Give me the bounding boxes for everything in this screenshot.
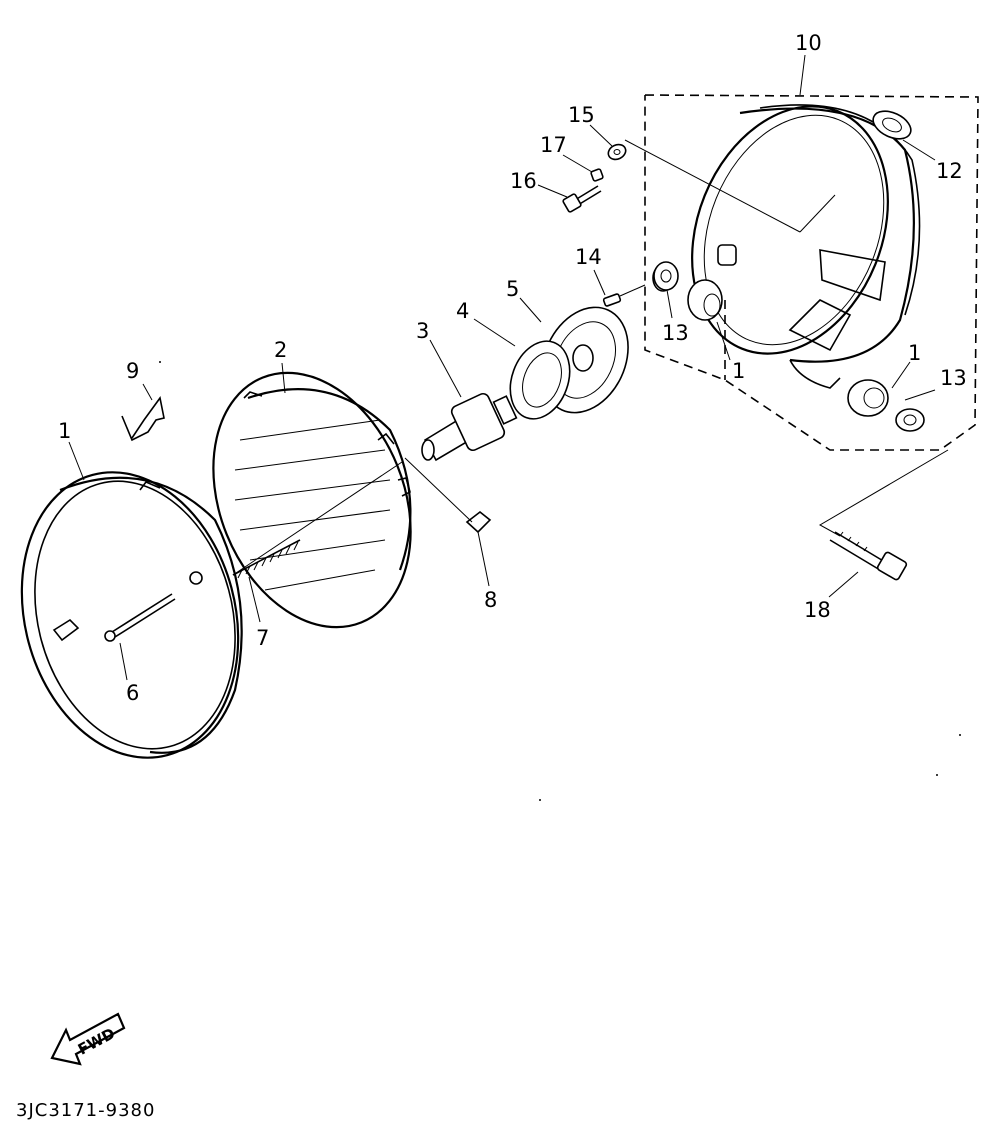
- callout-13-upper: 13: [662, 321, 689, 345]
- bolt-16: [562, 185, 602, 213]
- clip-8: [465, 510, 492, 534]
- callout-10: 10: [795, 31, 822, 55]
- forward-direction-arrow: FWD: [50, 1012, 126, 1066]
- callout-1-upper-damper: 1: [732, 359, 745, 383]
- callout-17: 17: [540, 133, 567, 157]
- callout-13-lower: 13: [940, 366, 967, 390]
- callout-4: 4: [456, 299, 469, 323]
- damper-upper: [687, 279, 723, 321]
- part-code: 3JC3171-9380: [16, 1100, 155, 1121]
- bulb-3: [421, 392, 518, 462]
- screw-14: [602, 293, 622, 307]
- collar-13-upper: [653, 261, 679, 291]
- scan-specks: [159, 361, 961, 801]
- callout-5: 5: [506, 277, 519, 301]
- callout-9: 9: [126, 359, 139, 383]
- nut-17: [590, 168, 604, 182]
- grommet-12: [872, 110, 912, 140]
- collar-13-lower: [895, 408, 925, 432]
- leader-lines: [68, 54, 936, 681]
- ring-4: [509, 340, 571, 420]
- callout-18: 18: [804, 598, 831, 622]
- damper-lower: [847, 379, 889, 417]
- callout-16: 16: [510, 169, 537, 193]
- reference-lines: [232, 139, 949, 576]
- callout-15: 15: [568, 103, 595, 127]
- clip-9: [121, 396, 165, 442]
- fwd-label: FWD: [75, 1024, 118, 1058]
- callout-1-rim: 1: [58, 419, 71, 443]
- callout-3: 3: [416, 319, 429, 343]
- callout-8: 8: [484, 588, 497, 612]
- callout-6: 6: [126, 681, 139, 705]
- headlight-rim-1: [20, 471, 243, 759]
- callout-7: 7: [256, 626, 269, 650]
- bolt-18: [829, 531, 908, 581]
- washer-15: [607, 143, 627, 161]
- callout-12: 12: [936, 159, 963, 183]
- headlight-lens-unit-2: [212, 371, 412, 629]
- spring-7: [232, 539, 301, 579]
- callout-labels: 1 1 1 2 3 4 5 6 7 8 9 10 12 13 13 14 15 …: [58, 31, 967, 705]
- screw-6: [104, 593, 176, 642]
- callout-2: 2: [274, 338, 287, 362]
- callout-14: 14: [575, 245, 602, 269]
- housing-group-boundary: [644, 94, 979, 451]
- callout-1-lower-damper: 1: [908, 341, 921, 365]
